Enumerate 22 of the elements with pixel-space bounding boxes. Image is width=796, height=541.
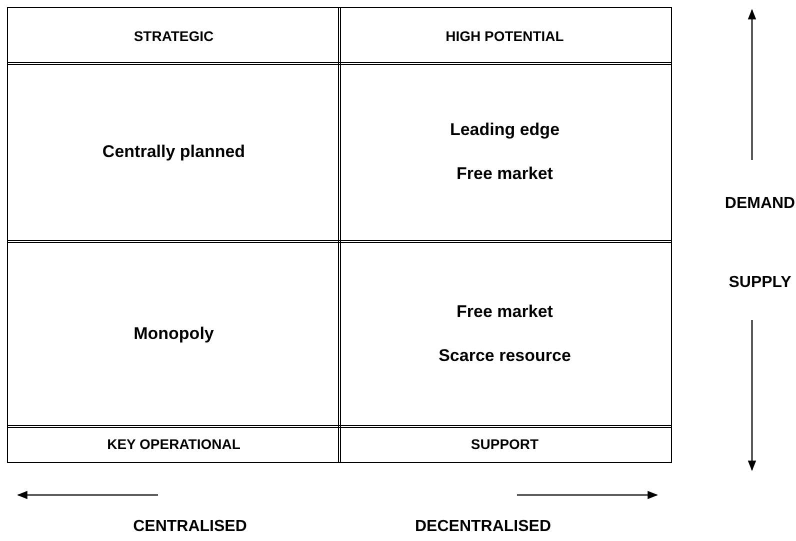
cell-text: Scarce resource <box>438 346 571 366</box>
axis-label: DECENTRALISED <box>415 518 551 536</box>
matrix-cell <box>338 62 672 242</box>
quadrant-title: STRATEGIC <box>134 28 214 44</box>
header-cell <box>7 425 340 462</box>
axis-label: DEMAND <box>724 195 796 213</box>
header-cell <box>338 7 672 64</box>
cell-text: Free market <box>456 164 553 184</box>
matrix-cell <box>338 240 672 428</box>
header-cell <box>338 425 672 462</box>
matrix-cell <box>7 240 340 428</box>
header-cell <box>7 7 340 64</box>
quadrant-title: SUPPORT <box>470 436 539 452</box>
matrix-cell <box>7 62 340 242</box>
cell-text: Free market <box>456 302 553 322</box>
quadrant-title: HIGH POTENTIAL <box>446 28 564 44</box>
cell-text: Monopoly <box>134 324 214 344</box>
axis-label: SUPPLY <box>728 274 792 292</box>
quadrant-title: KEY OPERATIONAL <box>107 436 240 452</box>
cell-text: Centrally planned <box>102 142 246 162</box>
axis-label: CENTRALISED <box>133 518 247 536</box>
cell-text: Leading edge <box>450 120 560 140</box>
